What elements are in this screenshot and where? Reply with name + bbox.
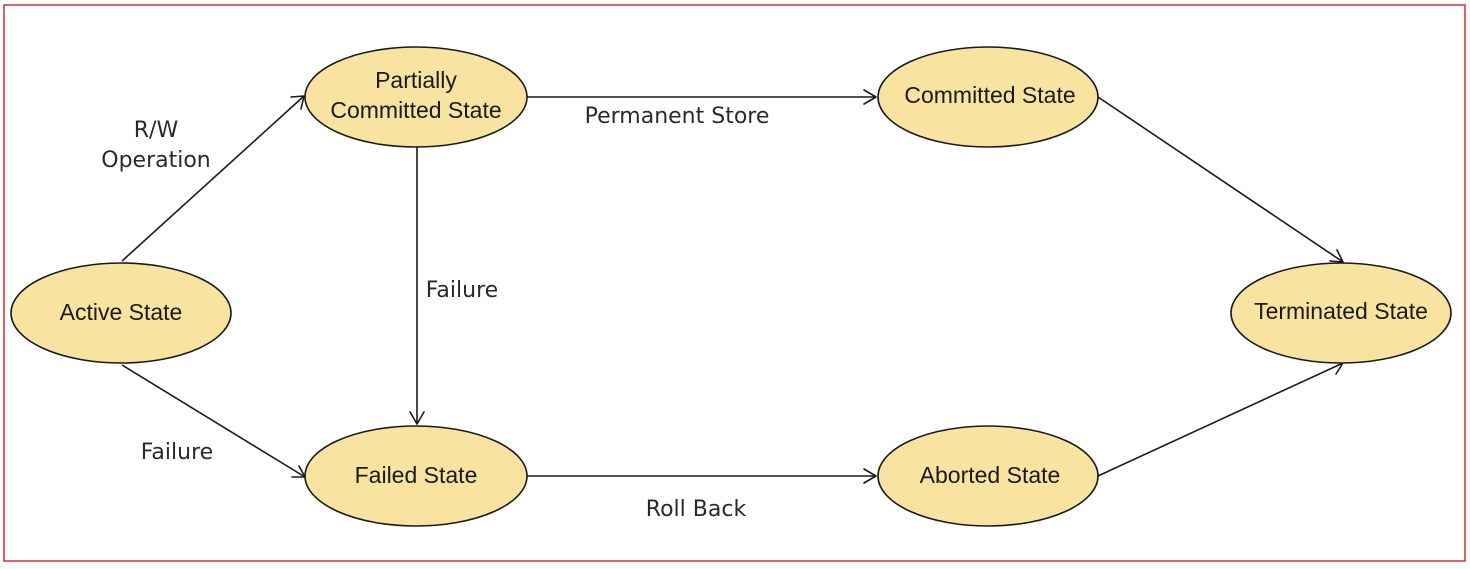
state-partially-committed: Partially Committed State: [304, 46, 528, 148]
label-roll-back: Roll Back: [646, 497, 747, 522]
edge-partially-committed-to-failed: [409, 147, 425, 425]
state-partially-committed-label-line2: Committed State: [330, 97, 501, 123]
state-terminated: Terminated State: [1230, 262, 1452, 364]
label-rw-operation-line1: R/W: [134, 118, 179, 143]
edge-committed-to-terminated: [1097, 96, 1344, 263]
edge-failed-to-aborted: [527, 468, 877, 484]
label-failure-vertical: Failure: [426, 278, 498, 303]
state-partially-committed-label-line1: Partially: [375, 67, 457, 93]
state-committed-label: Committed State: [904, 82, 1075, 108]
diagram-border: [3, 4, 1466, 562]
state-committed: Committed State: [877, 46, 1099, 148]
state-failed: Failed State: [304, 425, 528, 527]
label-rw-operation-line2: Operation: [101, 148, 210, 173]
state-active: Active State: [10, 262, 232, 364]
state-aborted-label: Aborted State: [920, 462, 1061, 488]
state-aborted: Aborted State: [877, 425, 1099, 527]
state-active-label: Active State: [60, 299, 183, 325]
state-failed-label: Failed State: [355, 462, 478, 488]
label-failure-diagonal: Failure: [141, 440, 213, 465]
state-terminated-label: Terminated State: [1254, 298, 1428, 324]
edge-active-to-partially-committed: [121, 95, 305, 262]
edge-partially-committed-to-committed: [527, 89, 877, 105]
label-permanent-store: Permanent Store: [585, 104, 770, 129]
